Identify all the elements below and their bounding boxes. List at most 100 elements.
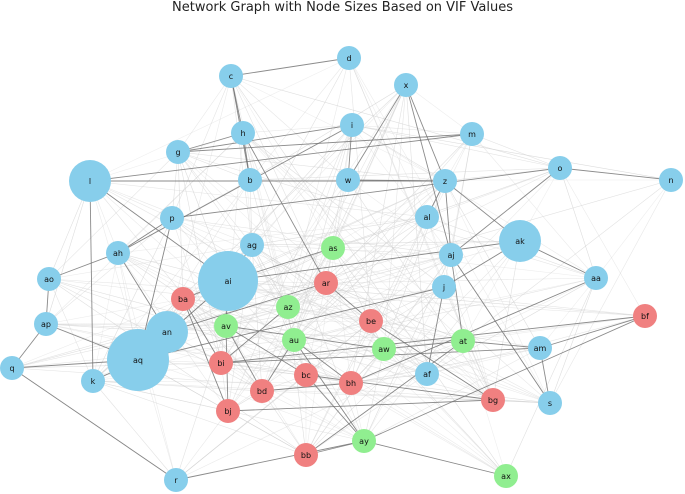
edge-as-bg xyxy=(332,247,494,401)
edge-h-i xyxy=(242,124,353,134)
edge-i-z xyxy=(351,124,446,182)
edge-ba-bj xyxy=(182,298,229,412)
node-al: al xyxy=(415,205,439,229)
edge-aa-ax xyxy=(505,277,597,477)
edge-bj-bg xyxy=(227,399,494,412)
node-j: j xyxy=(432,275,456,299)
edge-al-az xyxy=(287,216,428,308)
edge-ar-an xyxy=(166,282,327,333)
node-circle-ba xyxy=(171,287,195,311)
edge-i-o xyxy=(351,124,561,169)
edge-aj-au xyxy=(293,254,452,341)
edge-bf-am xyxy=(539,315,646,349)
edge-q-r xyxy=(11,367,177,481)
edge-j-ay xyxy=(363,286,445,442)
edge-c-o xyxy=(230,75,561,169)
node-circle-o xyxy=(548,156,572,180)
edge-bd-bb xyxy=(261,390,307,456)
node-circle-ay xyxy=(352,429,376,453)
edge-bi-bh xyxy=(220,362,352,384)
node-label-af: af xyxy=(423,370,431,379)
node-ak: ak xyxy=(499,220,541,262)
edge-l-m xyxy=(89,133,473,182)
edge-m-g xyxy=(177,133,473,153)
node-circle-aj xyxy=(439,243,463,267)
edge-m-ar xyxy=(325,133,473,284)
node-label-b: b xyxy=(247,176,252,185)
edge-at-aj xyxy=(450,254,464,342)
edge-o-as xyxy=(332,167,561,249)
node-ba: ba xyxy=(171,287,195,311)
edge-layer-dark xyxy=(11,57,672,481)
edge-x-af xyxy=(405,84,428,375)
edge-p-as xyxy=(171,217,334,249)
edge-as-az xyxy=(287,247,334,308)
node-label-ar: ar xyxy=(322,279,331,288)
edge-bc-r xyxy=(175,374,307,481)
node-ax: ax xyxy=(494,464,518,488)
node-bg: bg xyxy=(481,388,505,412)
edge-g-bi xyxy=(177,151,222,364)
node-aa: aa xyxy=(584,266,608,290)
edge-h-ah xyxy=(117,132,244,254)
node-circle-d xyxy=(337,46,361,70)
edge-aw-s xyxy=(383,348,551,404)
node-circle-j xyxy=(432,275,456,299)
edge-z-ai xyxy=(227,180,446,282)
edge-c-ag xyxy=(230,75,253,246)
edge-ak-av xyxy=(225,240,521,327)
edge-bc-bg xyxy=(305,374,494,401)
node-circle-ax xyxy=(494,464,518,488)
edge-h-ap xyxy=(45,132,244,325)
node-m: m xyxy=(460,122,484,146)
edge-z-aj xyxy=(444,180,452,256)
edge-o-n xyxy=(559,167,672,181)
node-circle-z xyxy=(433,169,457,193)
edge-ar-s xyxy=(325,282,551,404)
edge-s-aj xyxy=(450,254,551,404)
node-circle-aw xyxy=(372,337,396,361)
node-label-ba: ba xyxy=(178,295,188,304)
node-label-x: x xyxy=(404,81,409,90)
node-av: av xyxy=(214,314,238,338)
edge-ak-as xyxy=(332,240,521,249)
node-label-aj: aj xyxy=(447,251,454,260)
edge-w-bi xyxy=(220,179,349,364)
edge-n-s xyxy=(549,179,672,404)
node-circle-c xyxy=(219,64,243,88)
node-circle-be xyxy=(359,309,383,333)
edge-at-bb xyxy=(305,340,464,456)
edge-ag-aj xyxy=(251,244,452,256)
node-bi: bi xyxy=(209,351,233,375)
edge-az-bi xyxy=(220,306,289,364)
edge-l-bd xyxy=(89,180,263,392)
edge-bf-bi xyxy=(220,315,646,364)
edge-ao-k xyxy=(48,278,94,382)
node-circle-h xyxy=(231,121,255,145)
edge-g-aw xyxy=(177,151,385,350)
node-circle-as xyxy=(321,236,345,260)
node-circle-m xyxy=(460,122,484,146)
edge-l-k xyxy=(89,180,94,382)
node-label-d: d xyxy=(346,54,351,63)
node-label-o: o xyxy=(558,164,563,173)
edge-o-al xyxy=(426,167,561,218)
node-ap: ap xyxy=(34,312,58,336)
node-label-aq: aq xyxy=(133,356,143,365)
node-circle-av xyxy=(214,314,238,338)
edge-ao-bf xyxy=(48,278,646,317)
edge-x-m xyxy=(405,84,473,135)
edge-at-am xyxy=(462,340,541,349)
edge-as-au xyxy=(293,247,334,341)
edge-ba-bh xyxy=(182,298,352,384)
edge-ar-ax xyxy=(325,282,507,477)
edge-l-ap xyxy=(45,180,91,325)
edge-aw-ax xyxy=(383,348,507,477)
edge-aj-ar xyxy=(325,254,452,284)
node-b: b xyxy=(238,168,262,192)
edge-as-bj xyxy=(227,247,334,412)
edge-o-b xyxy=(249,167,561,181)
node-af: af xyxy=(415,362,439,386)
edge-g-z xyxy=(177,151,446,182)
